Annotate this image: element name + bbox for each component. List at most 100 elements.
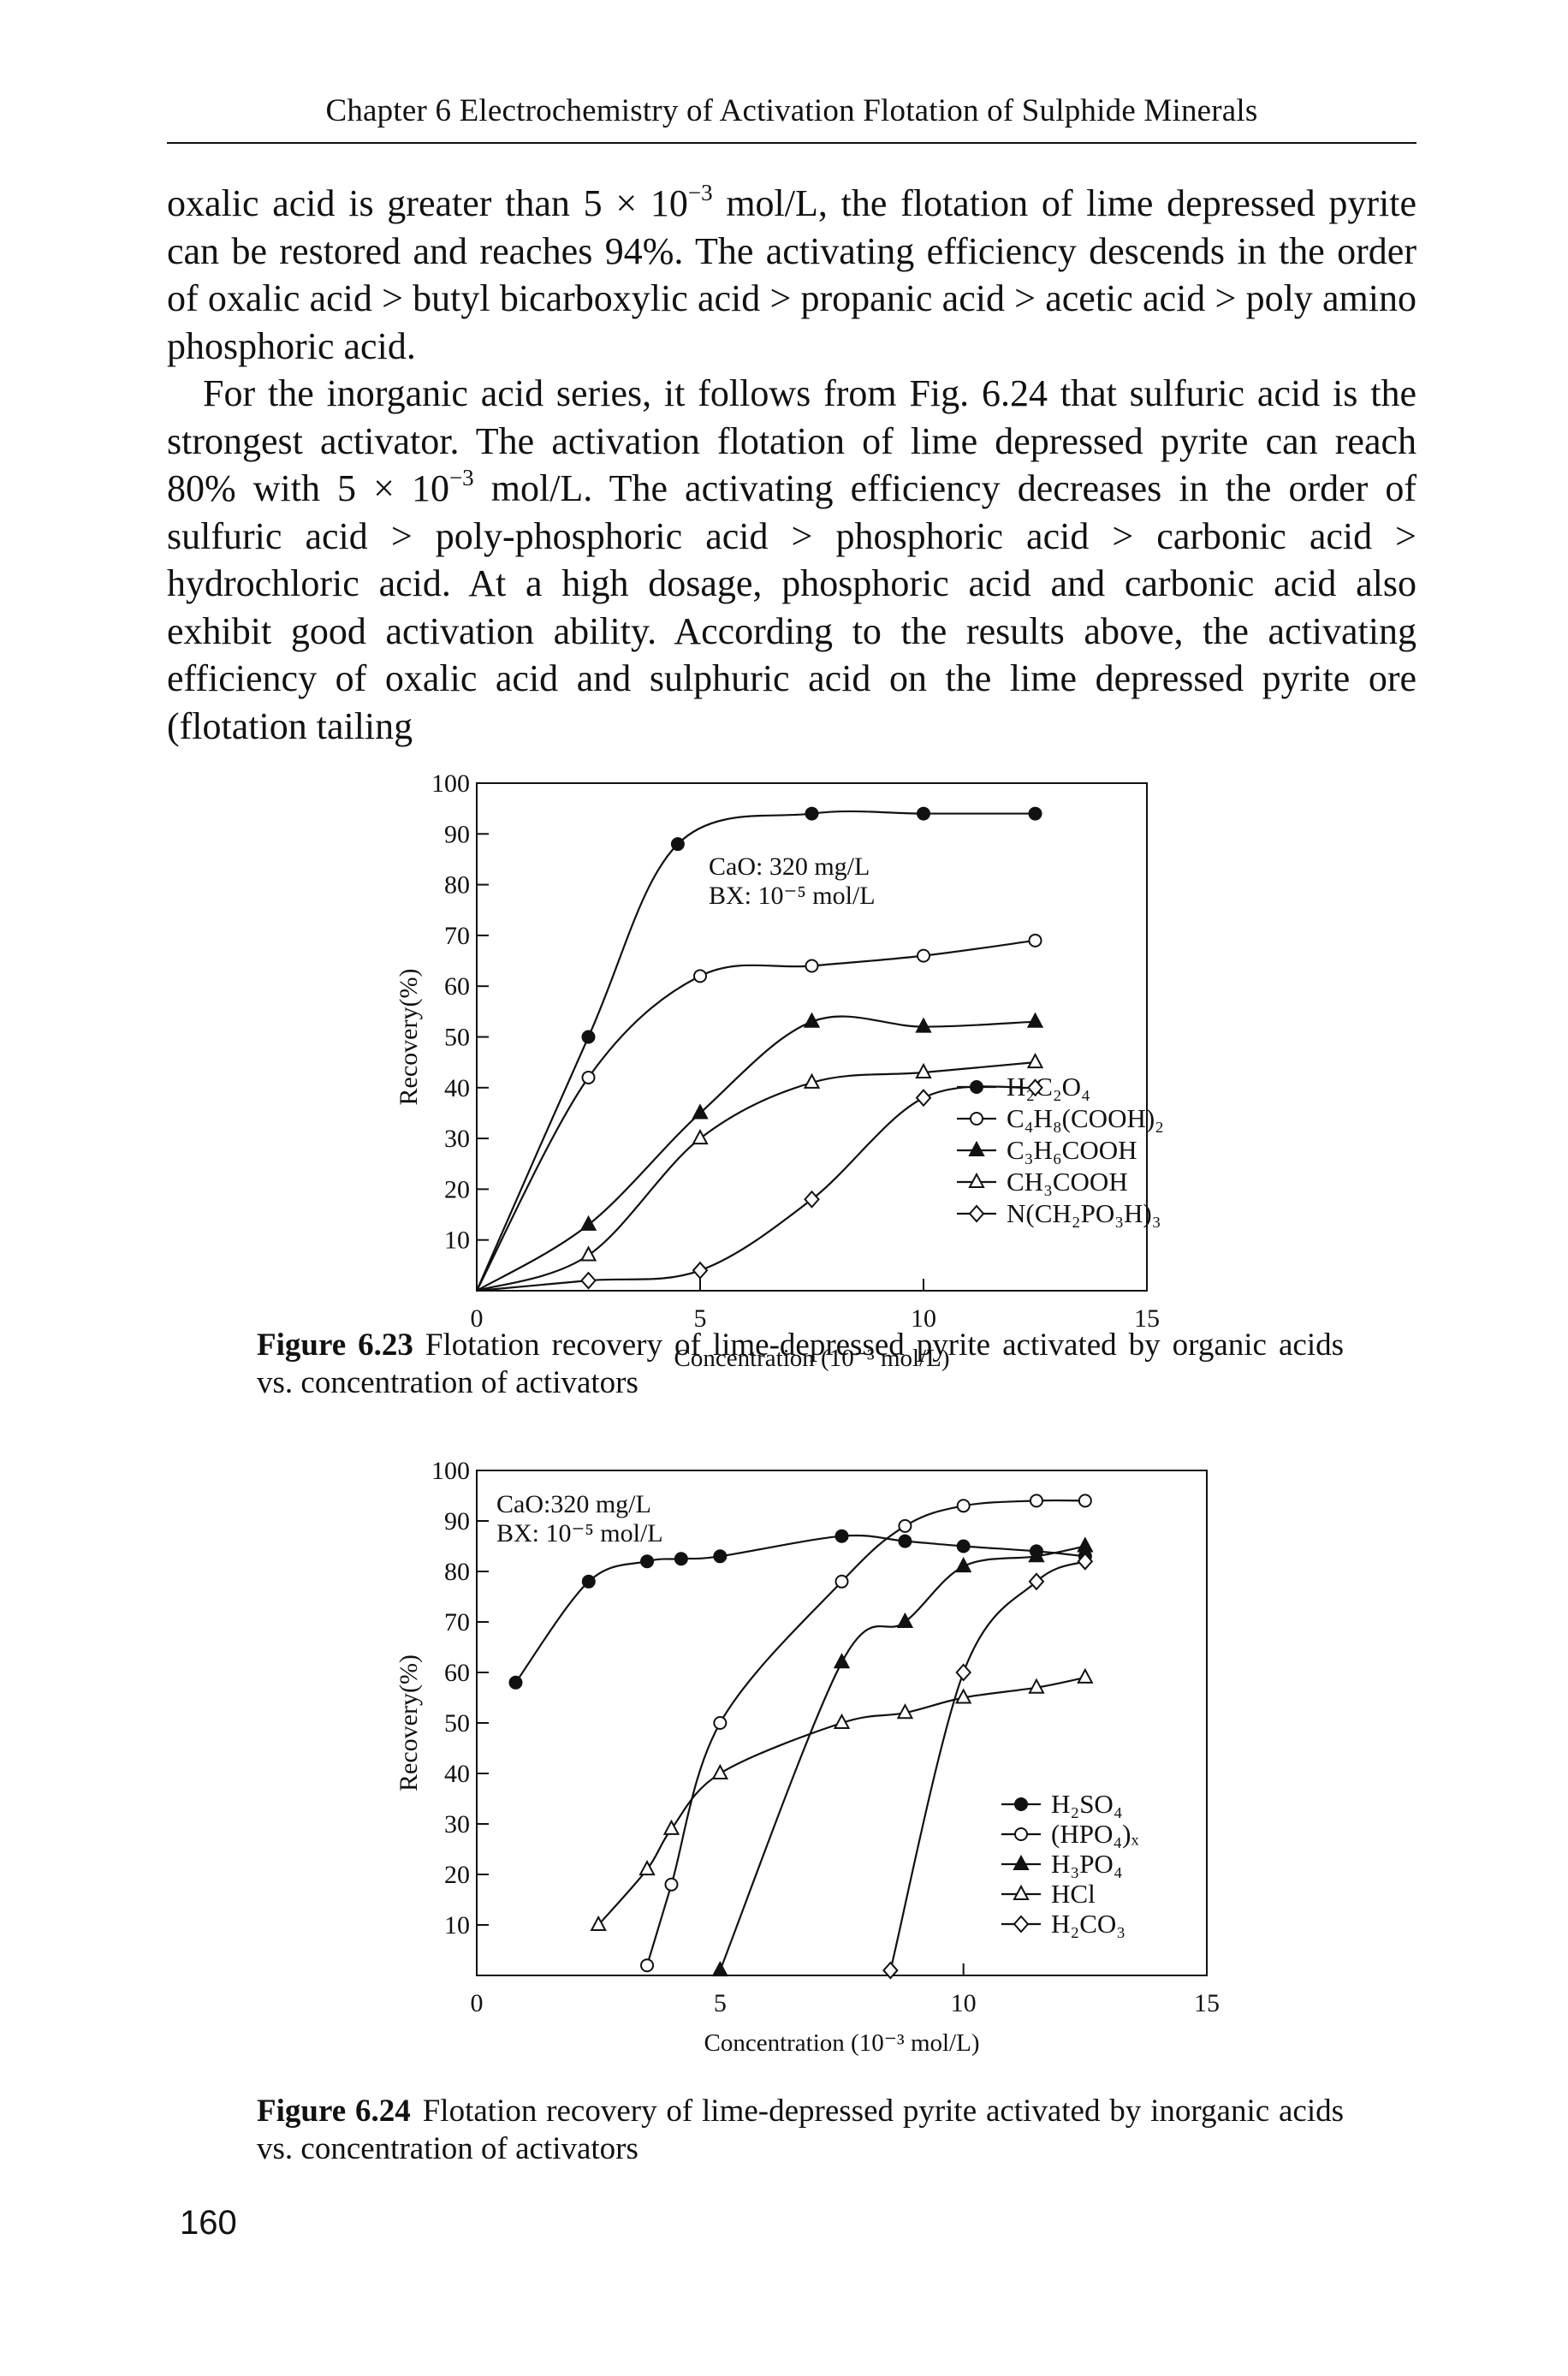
- running-header: Chapter 6 Electrochemistry of Activation…: [167, 92, 1417, 144]
- x-tick-label: 15: [1194, 1989, 1220, 2017]
- data-point: [834, 1529, 849, 1543]
- data-point: [917, 806, 930, 821]
- y-tick-label: 50: [444, 1024, 470, 1052]
- y-tick-label: 20: [444, 1175, 470, 1203]
- y-tick-label: 30: [444, 1125, 470, 1153]
- series-1: H₂SO₄: [508, 1529, 1123, 1819]
- data-point: [896, 1612, 914, 1628]
- data-point: [805, 806, 819, 821]
- data-point: [1077, 1536, 1094, 1553]
- data-point: [674, 1552, 688, 1566]
- paragraph-2: For the inorganic acid series, it follow…: [167, 372, 1417, 747]
- data-point: [1027, 1078, 1043, 1097]
- series-line: [597, 1676, 1086, 1926]
- data-point: [638, 1859, 656, 1876]
- data-point: [1029, 1494, 1043, 1508]
- data-point: [711, 1960, 728, 1977]
- data-point: [954, 1556, 972, 1573]
- legend-marker: [1013, 1915, 1030, 1933]
- data-point: [1028, 1547, 1045, 1563]
- y-tick-label: 80: [444, 871, 470, 900]
- data-point: [581, 1030, 596, 1044]
- y-tick-label: 20: [444, 1861, 470, 1889]
- data-point: [1077, 1552, 1094, 1571]
- data-point: [711, 1763, 728, 1779]
- data-point: [693, 969, 707, 983]
- legend-marker: [1013, 1854, 1030, 1870]
- y-tick-label: 70: [444, 922, 470, 950]
- page-number: 160: [180, 2204, 237, 2242]
- y-tick-label: 10: [444, 1911, 470, 1939]
- legend-marker: [968, 1172, 985, 1188]
- y-tick-label: 80: [444, 1558, 470, 1586]
- y-tick-label: 60: [444, 1659, 470, 1687]
- data-point: [898, 1518, 912, 1533]
- data-point: [670, 837, 685, 852]
- series-line: [476, 1015, 1036, 1292]
- data-point: [640, 1554, 655, 1569]
- series-4: CH₃COOH: [476, 1053, 1128, 1292]
- legend-label: H₂C₂O₄: [1007, 1072, 1090, 1102]
- y-tick-label: 10: [444, 1227, 470, 1255]
- data-point: [579, 1245, 597, 1262]
- series-line: [514, 1534, 1085, 1684]
- data-point: [915, 1089, 932, 1108]
- data-point: [882, 1961, 899, 1980]
- x-tick-label: 0: [471, 1304, 484, 1333]
- legend-marker: [968, 1140, 985, 1156]
- data-point: [713, 1549, 728, 1564]
- x-axis-label: Concentration (10⁻³ mol/L): [704, 2029, 980, 2057]
- legend-label: (HPO₄)ₓ: [1051, 1819, 1138, 1849]
- data-point: [581, 1574, 596, 1589]
- y-axis-label: Recovery(%): [395, 1654, 423, 1791]
- y-tick-label: 30: [444, 1810, 470, 1838]
- data-point: [692, 1261, 709, 1280]
- data-point: [581, 1070, 596, 1084]
- data-point: [590, 1915, 607, 1931]
- data-point: [664, 1877, 679, 1892]
- figure-6-23-number: Figure 6.23: [257, 1328, 413, 1363]
- series-line: [889, 1560, 1086, 1971]
- data-point: [915, 1017, 932, 1033]
- data-point: [508, 1675, 523, 1690]
- data-point: [580, 1271, 597, 1290]
- data-point: [833, 1653, 851, 1669]
- data-point: [803, 1072, 821, 1089]
- series-2: (HPO₄)ₓ: [640, 1494, 1138, 1973]
- y-tick-label: 100: [431, 769, 470, 798]
- legend-marker: [968, 1204, 985, 1223]
- condition-annotation: BX: 10⁻⁵ mol/L: [709, 882, 876, 910]
- y-tick-label: 100: [431, 1457, 470, 1485]
- data-point: [1026, 1012, 1044, 1028]
- condition-annotation: BX: 10⁻⁵ mol/L: [496, 1519, 663, 1547]
- y-axis-label: Recovery(%): [395, 969, 423, 1106]
- data-point: [917, 948, 930, 963]
- data-point: [662, 1819, 680, 1835]
- data-point: [833, 1713, 851, 1729]
- series-line: [719, 1545, 1086, 1971]
- data-point: [805, 959, 819, 973]
- data-point: [956, 1539, 971, 1553]
- data-point: [1077, 1667, 1094, 1684]
- data-point: [692, 1103, 709, 1120]
- y-tick-label: 40: [444, 1074, 470, 1102]
- data-point: [1028, 806, 1042, 821]
- figure-6-23-caption-text: Flotation recovery of lime-depressed pyr…: [257, 1328, 1344, 1400]
- y-tick-label: 70: [444, 1608, 470, 1636]
- series-3: C₃H₆COOH: [476, 1012, 1137, 1292]
- data-point: [804, 1190, 820, 1209]
- data-point: [579, 1215, 597, 1231]
- x-axis-label: Concentration (10⁻³ mol/L): [674, 1345, 950, 1372]
- x-tick-label: 5: [714, 1989, 727, 2017]
- x-tick-label: 10: [951, 1989, 977, 2017]
- data-point: [713, 1716, 728, 1730]
- data-point: [1026, 1053, 1044, 1069]
- legend-marker: [1014, 1827, 1028, 1841]
- series-line: [476, 1061, 1036, 1292]
- data-point: [640, 1958, 655, 1973]
